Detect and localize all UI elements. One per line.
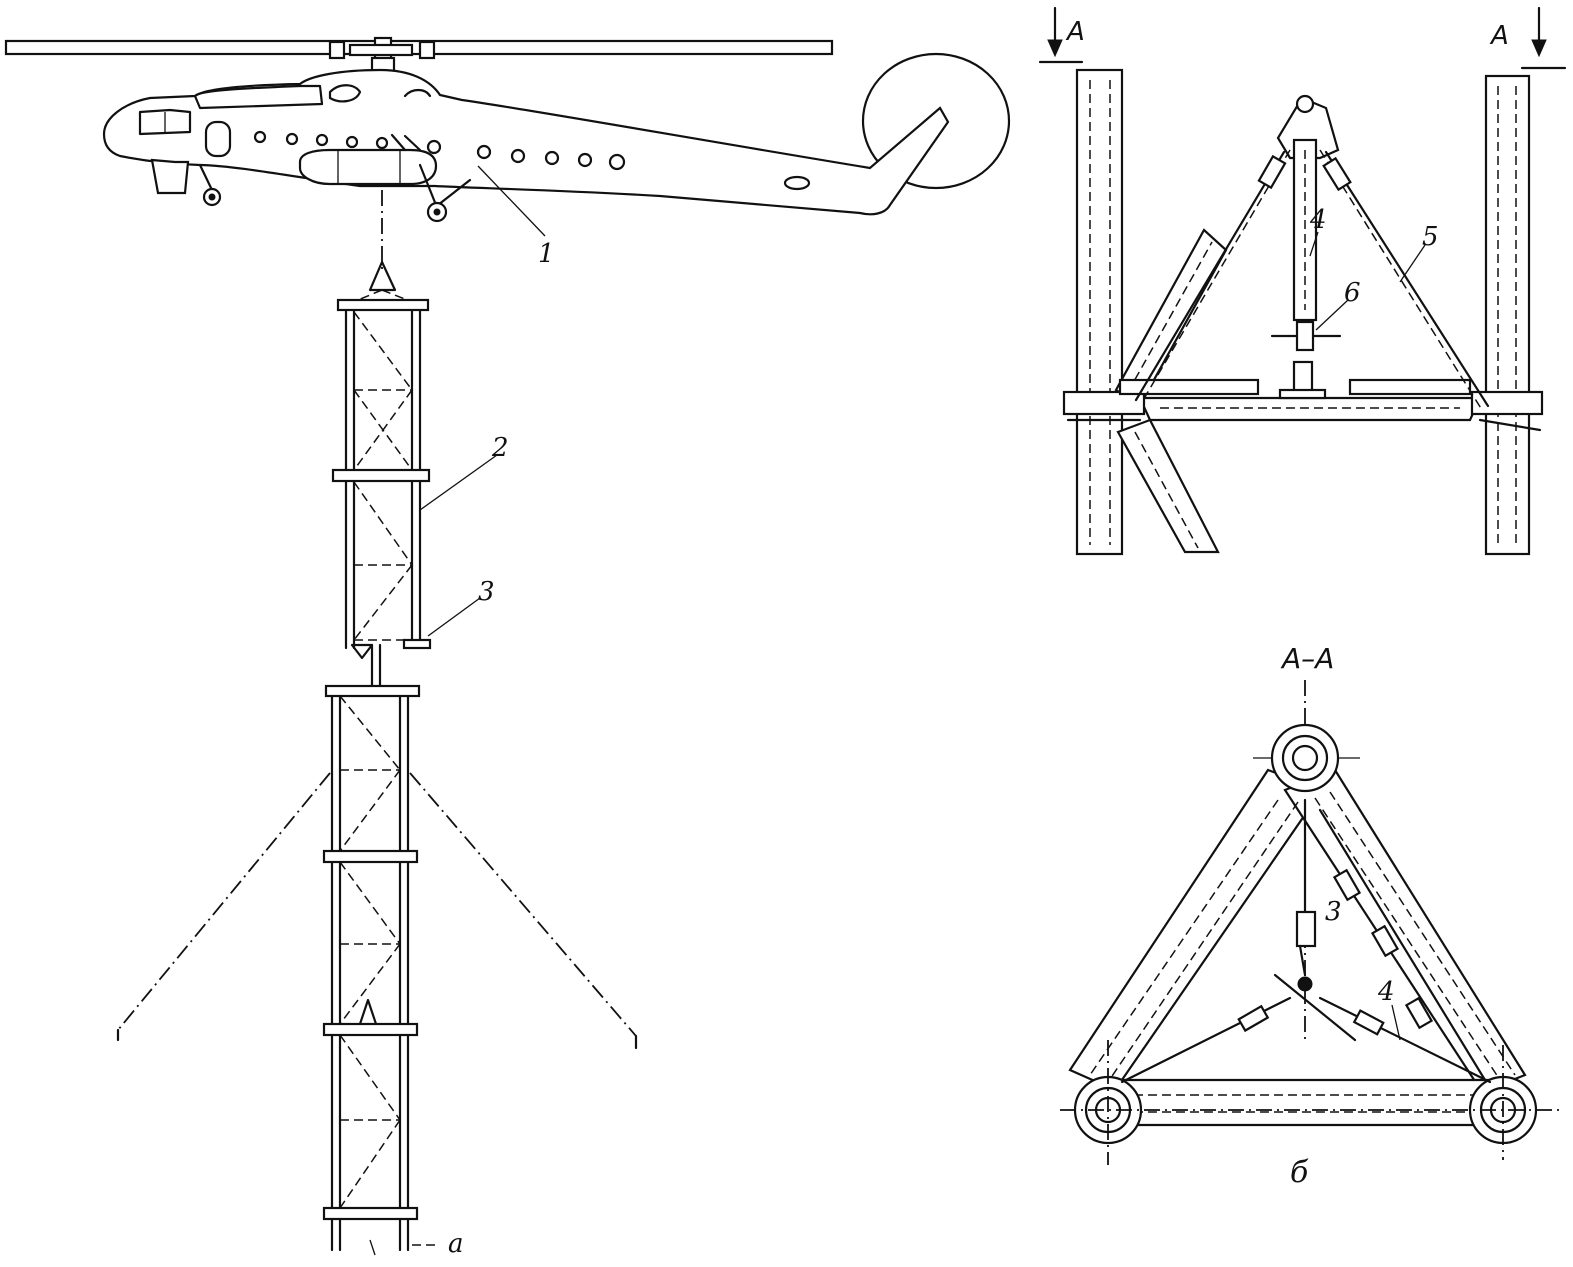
- joint-detail: A A: [1038, 6, 1567, 556]
- label-tower-section: 2: [491, 433, 509, 463]
- label-section-a-left: A: [1065, 17, 1085, 47]
- label-sect-3: 3: [1325, 897, 1342, 927]
- label-view-a: a: [448, 1229, 464, 1259]
- label-sect-4: 4: [1377, 977, 1395, 1007]
- label-detail-4: 4: [1309, 205, 1327, 235]
- helicopter: 1: [4, 36, 1011, 269]
- label-section-aa: A–A: [1280, 642, 1334, 675]
- tail-rotor-disc: [861, 52, 1011, 190]
- label-helicopter: 1: [538, 239, 555, 269]
- label-section-a-right: A: [1489, 21, 1509, 51]
- label-view-b: б: [1290, 1155, 1309, 1190]
- section-a-a: A–A 3: [1060, 642, 1560, 1190]
- tower-section-upper: 2 3: [331, 260, 509, 688]
- right-pipe: [1484, 74, 1531, 556]
- label-detail-5: 5: [1422, 222, 1439, 252]
- label-detail-6: 6: [1344, 278, 1361, 308]
- rotor-hub: [328, 36, 436, 76]
- left-pipe: [1075, 68, 1124, 556]
- fuselage-windows: [253, 130, 626, 171]
- label-section-bottom: 3: [478, 577, 495, 607]
- tower-lower: a: [116, 684, 638, 1259]
